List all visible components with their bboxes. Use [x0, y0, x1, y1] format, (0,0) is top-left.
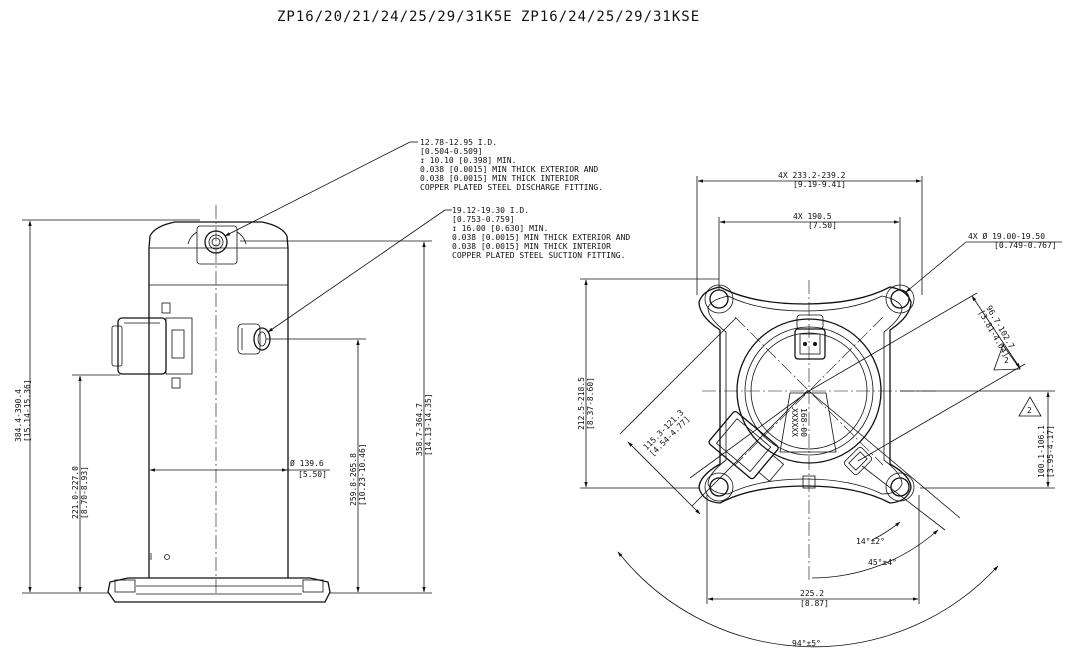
- svg-text:[5.50]: [5.50]: [298, 470, 327, 479]
- dim-diagonal-left: 115.3-121.3 [4.54-4.77]: [642, 408, 692, 458]
- svg-text:[3.95-4.17]: [3.95-4.17]: [1046, 425, 1055, 478]
- svg-text:COPPER PLATED STEEL DISCHARGE: COPPER PLATED STEEL DISCHARGE FITTING.: [420, 183, 603, 192]
- svg-text:225.2: 225.2: [800, 589, 824, 598]
- angle-large-label: 94°±5°: [792, 639, 821, 648]
- dim-vertical-span: 212.5-218.5 [8.37-8.60]: [577, 377, 595, 430]
- svg-text:2: 2: [1027, 406, 1032, 415]
- svg-text:100.1-106.1: 100.1-106.1: [1037, 425, 1046, 478]
- svg-text:[8.87]: [8.87]: [800, 599, 829, 608]
- suction-fitting: [237, 323, 271, 355]
- svg-text:2: 2: [1004, 356, 1009, 365]
- mounting-base: [107, 577, 331, 603]
- discharge-fitting-note: 12.78-12.95 I.D. [0.504-0.509] ↧ 10.10 […: [420, 138, 603, 192]
- svg-text:0.038 [0.0015] MIN THICK INTER: 0.038 [0.0015] MIN THICK INTERIOR: [452, 242, 611, 251]
- svg-text:384.4-390.4: 384.4-390.4: [14, 389, 23, 442]
- side-view: [22, 141, 452, 603]
- svg-text:[14.13-14.35]: [14.13-14.35]: [424, 393, 433, 456]
- svg-text:[7.50]: [7.50]: [808, 221, 837, 230]
- svg-text:[15.14-15.36]: [15.14-15.36]: [23, 379, 32, 442]
- svg-text:12.78-12.95 I.D.: 12.78-12.95 I.D.: [420, 138, 497, 147]
- dim-overall-height: 384.4-390.4 [15.14-15.36]: [14, 379, 32, 442]
- nameplate-text: 168-00 XXXXXX: [790, 408, 808, 437]
- model-list-left: ZP16/20/21/24/25/29/31K5E: [277, 9, 513, 25]
- dim-hole-diameter: 4X Ø 19.00-19.50 [0.749-0.767]: [968, 231, 1057, 250]
- dim-bolt-span: 4X 190.5 [7.50]: [793, 212, 837, 230]
- svg-text:358.7-364.7: 358.7-364.7: [415, 403, 424, 456]
- svg-text:168-00: 168-00: [799, 408, 808, 437]
- angle-mid-label: 45°±4°: [868, 558, 897, 567]
- dim-suction-height: 259.8-265.8 [10.23-10.46]: [349, 443, 367, 506]
- svg-text:↧ 10.10 [0.398] MIN.: ↧ 10.10 [0.398] MIN.: [420, 156, 516, 165]
- callout-triangle-right: 2: [1018, 396, 1042, 417]
- svg-text:0.038 [0.0015] MIN THICK EXTER: 0.038 [0.0015] MIN THICK EXTERIOR AND: [420, 165, 598, 174]
- discharge-fitting: [187, 225, 247, 265]
- svg-text:4X Ø 19.00-19.50: 4X Ø 19.00-19.50: [968, 231, 1045, 241]
- suction-fitting-note: 19.12-19.30 I.D. [0.753-0.759] ↧ 16.00 […: [452, 206, 630, 260]
- svg-text:221.0-227.0: 221.0-227.0: [71, 466, 80, 519]
- svg-text:0.038 [0.0015] MIN THICK EXTER: 0.038 [0.0015] MIN THICK EXTERIOR AND: [452, 233, 630, 242]
- svg-text:[0.749-0.767]: [0.749-0.767]: [994, 241, 1057, 250]
- dim-shell-diameter: Ø 139.6 [5.50]: [290, 458, 327, 479]
- svg-text:[8.37-8.60]: [8.37-8.60]: [586, 377, 595, 430]
- discharge-fitting-top: [794, 314, 826, 360]
- svg-text:[9.19-9.41]: [9.19-9.41]: [793, 180, 846, 189]
- model-list-right: ZP16/24/25/29/31KSE: [521, 9, 700, 25]
- svg-text:XXXXXX: XXXXXX: [790, 408, 799, 437]
- svg-text:↧ 16.00 [0.630] MIN.: ↧ 16.00 [0.630] MIN.: [452, 224, 548, 233]
- svg-text:0.038 [0.0015] MIN THICK INTER: 0.038 [0.0015] MIN THICK INTERIOR: [420, 174, 579, 183]
- svg-text:[8.70-8.93]: [8.70-8.93]: [80, 466, 89, 519]
- svg-text:212.5-218.5: 212.5-218.5: [577, 377, 586, 430]
- svg-text:[10.23-10.46]: [10.23-10.46]: [358, 443, 367, 506]
- angle-small-label: 14°±2°: [856, 537, 885, 546]
- callout-triangle-upper: 2: [993, 344, 1021, 371]
- terminal-box: [111, 302, 193, 389]
- top-view: 168-00 XXXXXX: [580, 176, 1062, 648]
- dim-bottom-width: 225.2 [8.87]: [800, 589, 829, 608]
- svg-text:COPPER PLATED STEEL SUCTION FI: COPPER PLATED STEEL SUCTION FITTING.: [452, 251, 625, 260]
- svg-text:4X 233.2-239.2: 4X 233.2-239.2: [778, 171, 846, 180]
- dim-outer-span: 4X 233.2-239.2 [9.19-9.41]: [778, 171, 846, 189]
- dim-diagonal-right: 96.7-102.7 [3.81-4.04]: [976, 304, 1016, 359]
- svg-text:Ø 139.6: Ø 139.6: [290, 458, 324, 468]
- svg-text:[0.504-0.509]: [0.504-0.509]: [420, 147, 483, 156]
- dim-terminal-height: 221.0-227.0 [8.70-8.93]: [71, 466, 89, 519]
- svg-text:259.8-265.8: 259.8-265.8: [349, 453, 358, 506]
- dim-right-offset: 100.1-106.1 [3.95-4.17]: [1037, 425, 1055, 478]
- svg-text:[0.753-0.759]: [0.753-0.759]: [452, 215, 515, 224]
- dim-discharge-height: 358.7-364.7 [14.13-14.35]: [415, 393, 433, 456]
- svg-text:4X 190.5: 4X 190.5: [793, 212, 832, 221]
- svg-text:19.12-19.30 I.D.: 19.12-19.30 I.D.: [452, 206, 529, 215]
